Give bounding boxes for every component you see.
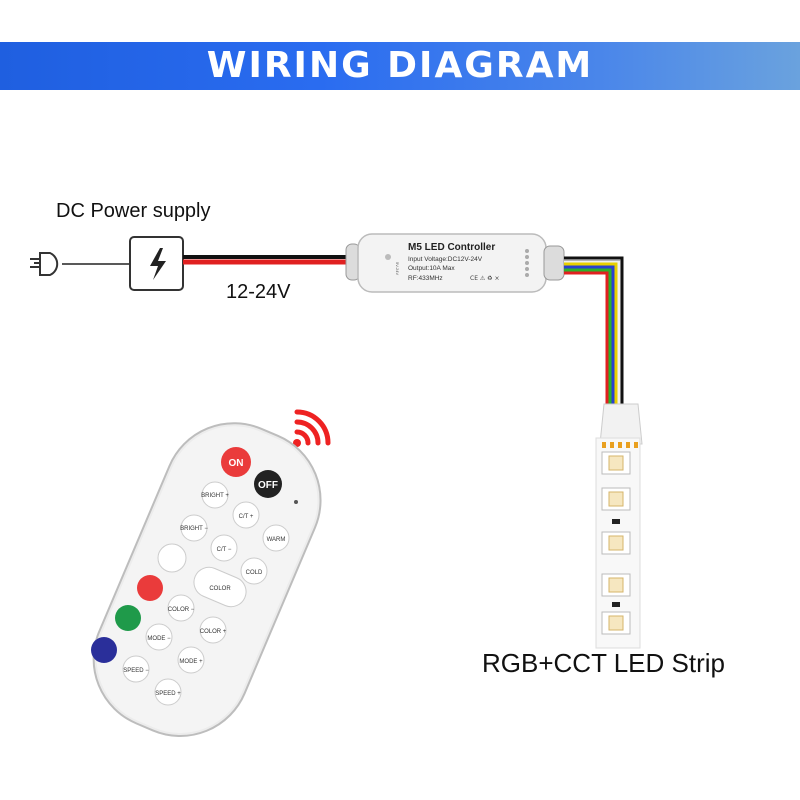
svg-text:COLD: COLD (246, 570, 263, 576)
wifi-signal-icon (293, 409, 331, 447)
indicator-light (294, 500, 298, 504)
bright-down-button[interactable]: BRIGHT − (180, 514, 208, 542)
controller-pin-marks (525, 249, 529, 277)
svg-text:SPEED +: SPEED + (155, 691, 181, 697)
warm-button[interactable]: WARM (262, 524, 290, 552)
controller-output: Output:10A Max (408, 265, 455, 272)
power-supply-label: DC Power supply (56, 200, 211, 222)
speed-up-button[interactable]: SPEED + (154, 678, 182, 706)
controller-cert: CE ⚠ ♻ ⨯ (470, 275, 500, 282)
color-plus-button[interactable]: COLOR + (199, 616, 227, 644)
ct-down-button[interactable]: C/T − (210, 534, 238, 562)
speed-down-button[interactable]: SPEED − (122, 655, 150, 683)
controller-rf: RF:433MHz (408, 275, 443, 282)
svg-text:BRIGHT −: BRIGHT − (180, 526, 208, 532)
controller-name: M5 LED Controller (408, 242, 495, 253)
output-wires (564, 256, 624, 412)
svg-text:MODE +: MODE + (179, 659, 203, 665)
controller-side-mark: 5V-24V (395, 262, 400, 275)
svg-text:BRIGHT +: BRIGHT + (201, 493, 229, 499)
power-supply-box (129, 236, 184, 291)
title-banner: WIRING DIAGRAM (0, 42, 800, 90)
bright-up-button[interactable]: BRIGHT + (201, 481, 229, 509)
white-button[interactable] (157, 543, 187, 573)
svg-text:MODE −: MODE − (147, 636, 171, 642)
page-title: WIRING DIAGRAM (206, 45, 594, 86)
controller-input: Input Voltage:DC12V-24V (408, 256, 483, 263)
svg-text:COLOR: COLOR (209, 586, 231, 592)
svg-text:COLOR +: COLOR + (200, 629, 227, 635)
color-up-button[interactable]: COLOR (189, 563, 250, 612)
svg-text:SPEED −: SPEED − (123, 668, 149, 674)
svg-text:C/T +: C/T + (239, 514, 254, 520)
on-button[interactable]: ON (221, 447, 251, 477)
remote-buttons: ON OFF BRIGHT + C/T + BRIGHT − WARM C/T … (91, 447, 298, 706)
voltage-label: 12-24V (226, 281, 291, 303)
cold-button[interactable]: COLD (240, 557, 268, 585)
svg-text:COLOR −: COLOR − (168, 607, 195, 613)
svg-text:OFF: OFF (258, 480, 278, 491)
strip-resistors (612, 519, 620, 607)
green-button[interactable] (115, 605, 141, 631)
mode-down-button[interactable]: MODE − (145, 623, 173, 651)
plug-icon (30, 252, 130, 276)
mode-up-button[interactable]: MODE + (177, 646, 205, 674)
led-controller: M5 LED Controller Input Voltage:DC12V-24… (345, 233, 565, 293)
color-minus-button[interactable]: COLOR − (167, 594, 195, 622)
off-button[interactable]: OFF (254, 470, 282, 498)
blue-button[interactable] (91, 637, 117, 663)
svg-text:WARM: WARM (267, 537, 286, 543)
red-button[interactable] (137, 575, 163, 601)
strip-contacts (602, 442, 638, 448)
svg-text:ON: ON (229, 458, 244, 469)
led-strip (595, 403, 643, 649)
svg-text:C/T −: C/T − (217, 547, 232, 553)
strip-label: RGB+CCT LED Strip (482, 648, 725, 678)
lightning-icon (150, 248, 166, 280)
power-wires (183, 255, 352, 265)
ct-up-button[interactable]: C/T + (232, 501, 260, 529)
strip-leds (601, 451, 631, 635)
